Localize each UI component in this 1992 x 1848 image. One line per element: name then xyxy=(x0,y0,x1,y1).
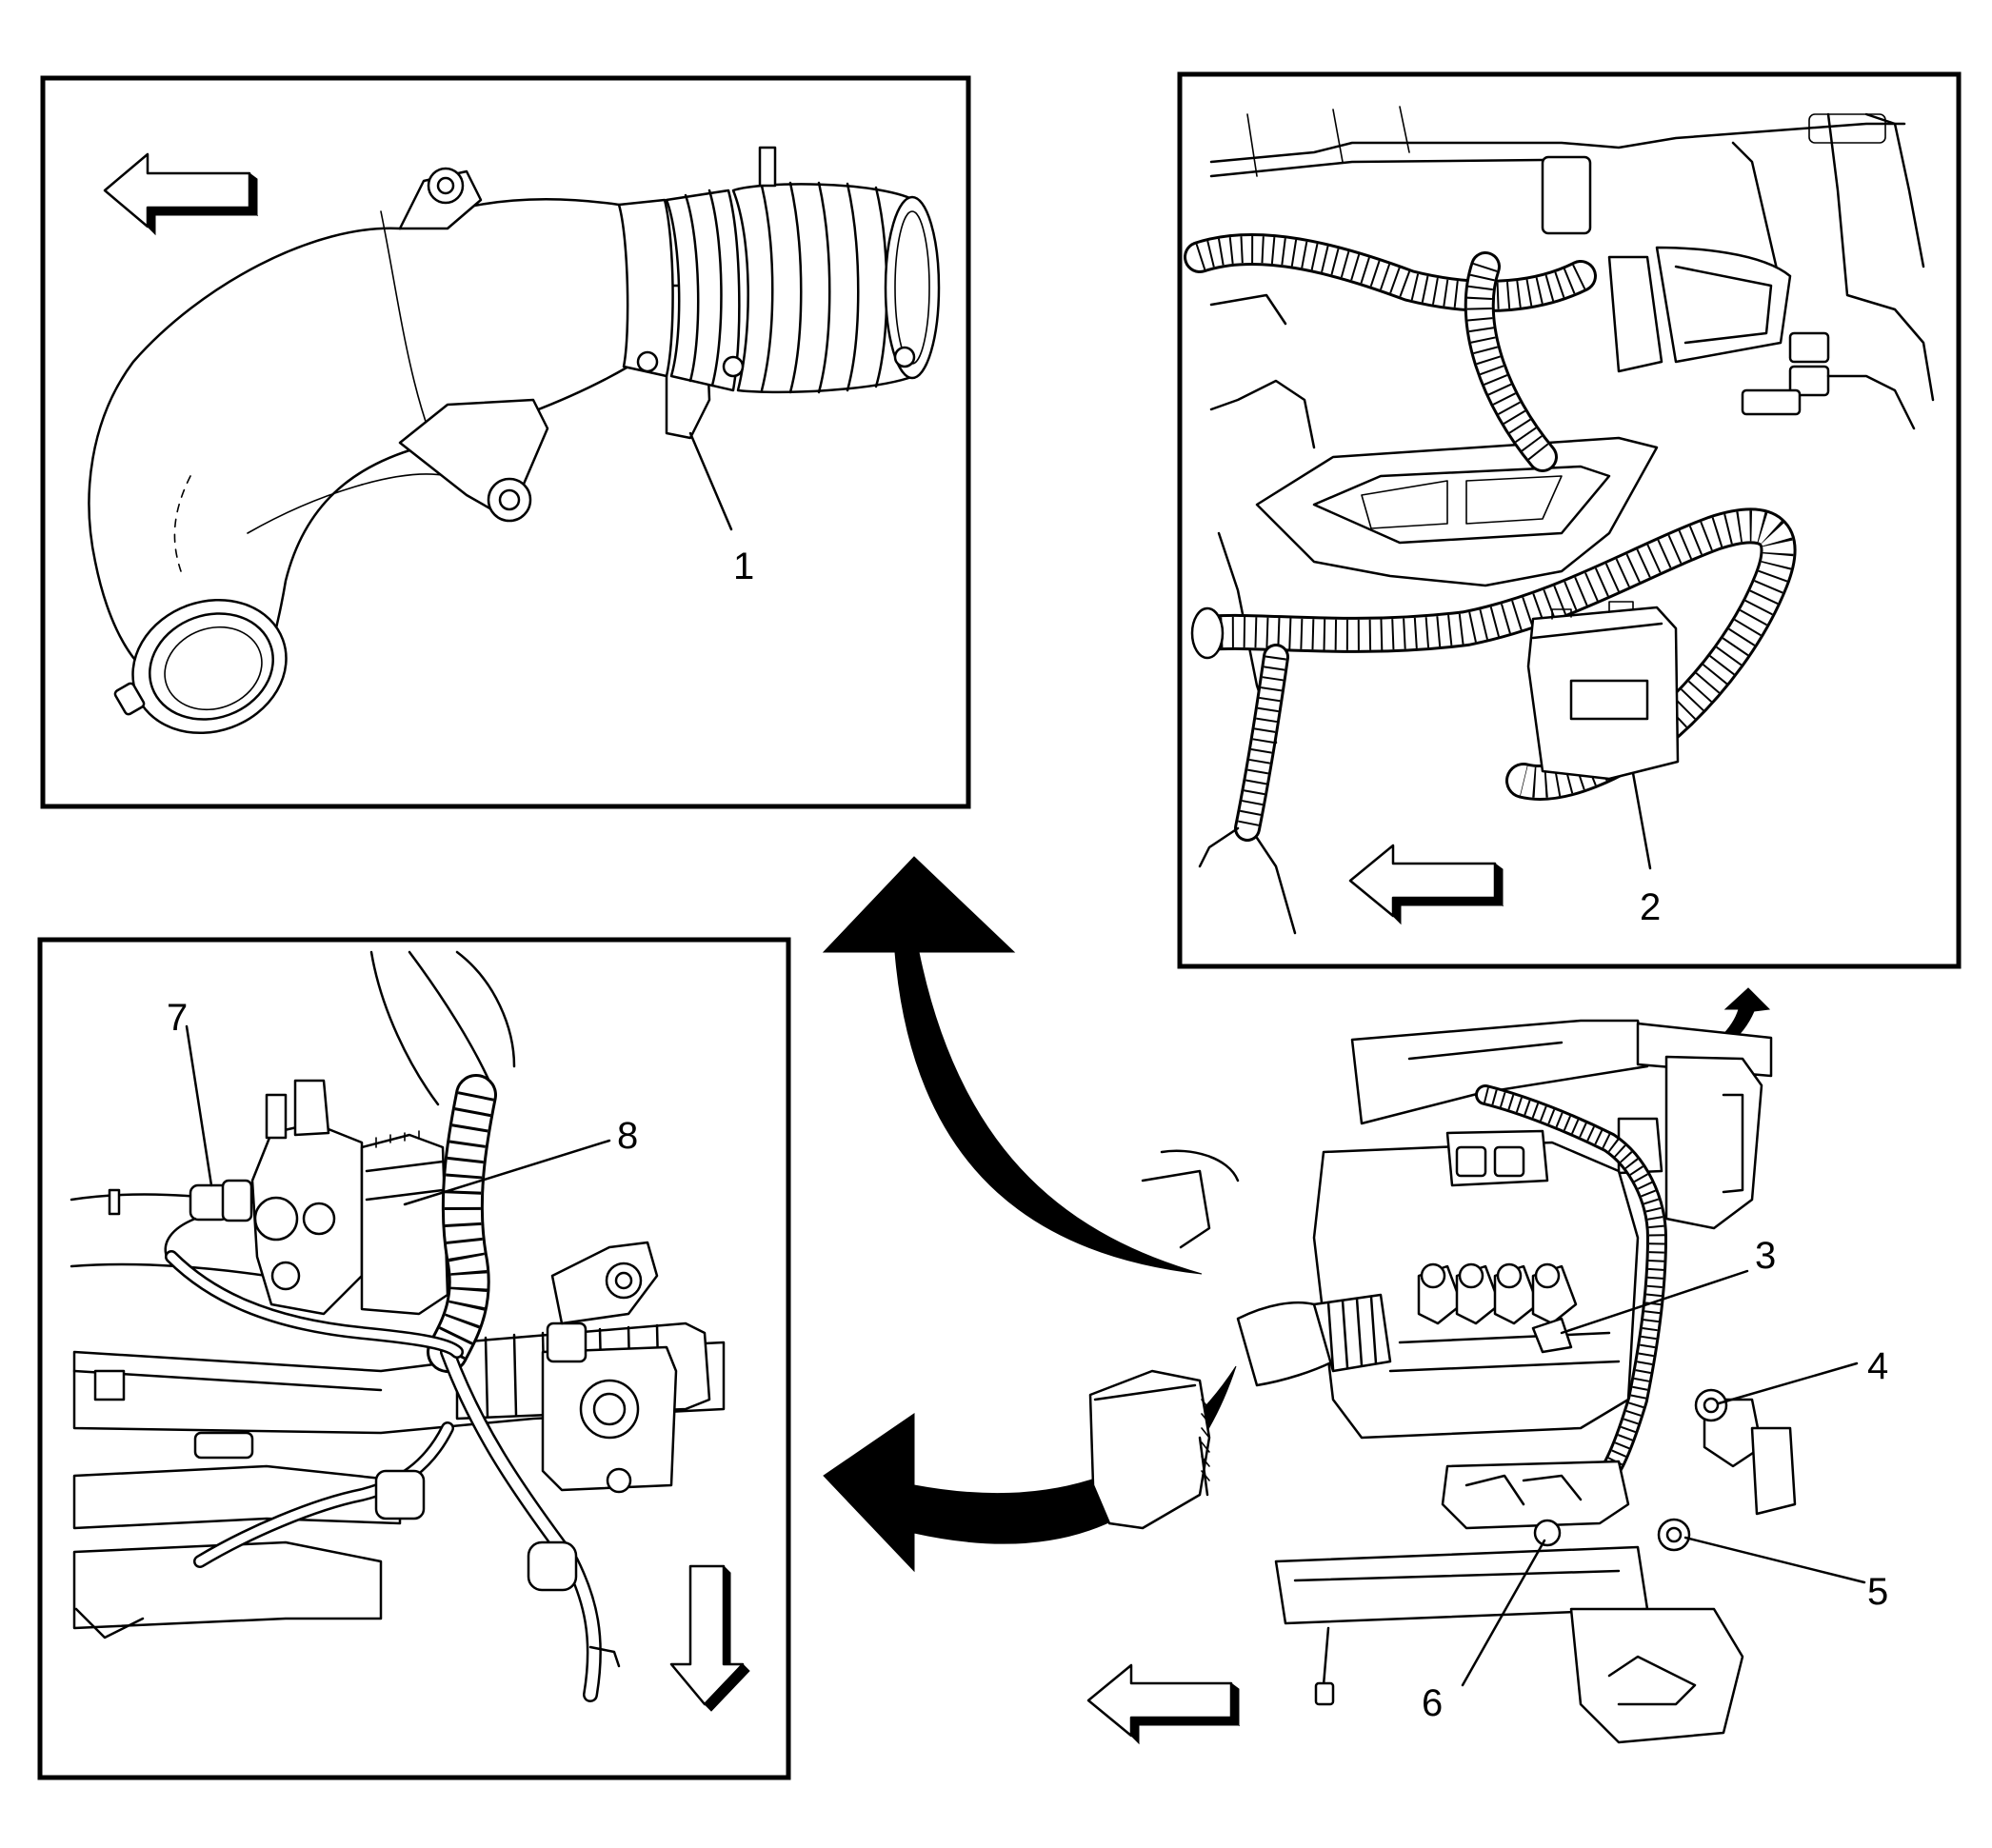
callout-7: 7 xyxy=(167,997,188,1039)
forward-arrow-icon xyxy=(1086,1663,1241,1745)
main-view-engine-compartment: 3 4 5 6 xyxy=(1086,1019,1888,1745)
leader-line-7 xyxy=(185,1024,213,1187)
leader-line-4 xyxy=(1717,1361,1859,1405)
callout-6: 6 xyxy=(1422,1682,1443,1724)
mount-6 xyxy=(1533,1519,1562,1547)
mount-4 xyxy=(1694,1388,1728,1422)
callout-2: 2 xyxy=(1640,886,1661,928)
callout-3: 3 xyxy=(1755,1235,1776,1277)
leader-line-1 xyxy=(688,431,733,531)
forward-arrow-icon xyxy=(1348,844,1504,925)
tray xyxy=(1255,436,1659,587)
connector-7 xyxy=(164,1179,253,1259)
steering-rack-boot xyxy=(455,1321,711,1494)
leader-line-2 xyxy=(1631,771,1652,870)
mount-5 xyxy=(1657,1518,1691,1552)
mount-3 xyxy=(1531,1317,1573,1354)
control-module xyxy=(1526,601,1680,781)
leader-line-5 xyxy=(1683,1536,1866,1584)
panel-control-module: 2 xyxy=(1177,71,1962,969)
callout-4: 4 xyxy=(1867,1345,1888,1387)
panel-abs-module: 7 8 xyxy=(37,937,791,1780)
abs-harness xyxy=(165,1074,621,1702)
callout-5: 5 xyxy=(1867,1571,1888,1613)
forward-arrow-icon xyxy=(103,152,259,236)
leader-line-8 xyxy=(403,1139,611,1206)
intake-duct-body xyxy=(88,146,941,735)
leader-line-6 xyxy=(1461,1539,1546,1687)
bellows-coupler xyxy=(617,146,941,394)
panel-air-intake-duct: 1 xyxy=(40,75,971,809)
engine-block xyxy=(1312,1129,1640,1542)
callout-1: 1 xyxy=(733,546,754,587)
leader-line-3 xyxy=(1560,1269,1749,1335)
down-arrow-icon xyxy=(669,1564,750,1712)
abs-module xyxy=(250,1079,449,1316)
callout-8: 8 xyxy=(617,1115,638,1157)
pointer-arrow-to-panel-a xyxy=(822,856,1203,1275)
